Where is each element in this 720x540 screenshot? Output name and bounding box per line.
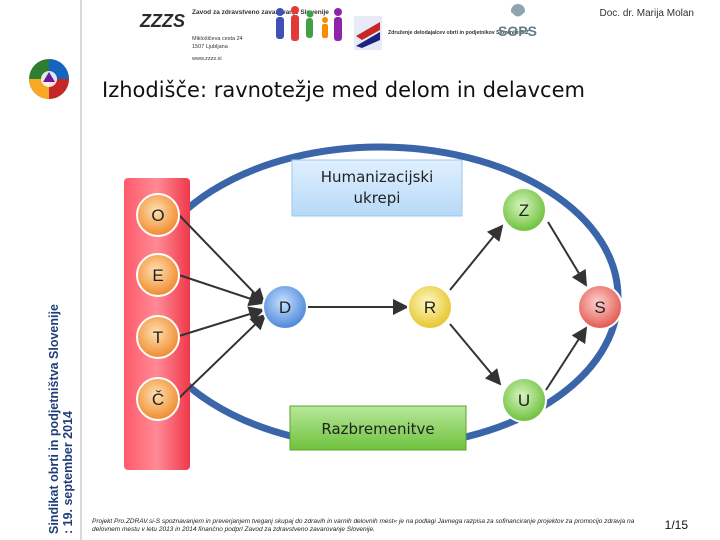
line-z-s — [548, 222, 586, 285]
humanization-label-line1: Humanizacijski — [321, 168, 434, 186]
humanization-label-line2: ukrepi — [354, 189, 401, 207]
node-r-label: R — [424, 298, 436, 317]
zzzs-city-text: 1507 Ljubljana — [192, 44, 229, 50]
zzzs-web-text: www.zzzs.si — [191, 56, 222, 62]
project-logo-icon — [28, 58, 70, 100]
author-label: Doc. dr. Marija Molan — [600, 8, 694, 19]
node-e-label: E — [152, 266, 163, 285]
partner-logos: ZZZS Zavod za zdravstveno zavarovanje Sl… — [130, 0, 560, 68]
sidebar: Sindikat obrti in podjetništva Slovenije… — [0, 0, 82, 540]
node-o-label: O — [151, 206, 164, 225]
node-s-label: S — [594, 298, 605, 317]
node-u-label: U — [518, 391, 530, 410]
sidebar-vertical-text: Sindikat obrti in podjetništva Slovenije… — [47, 234, 75, 534]
node-d-label: D — [279, 298, 291, 317]
sindikat-logo-icon — [354, 16, 382, 50]
svg-text:ZZZS: ZZZS — [139, 11, 185, 31]
node-c-label: Č — [152, 390, 164, 409]
sops-logo-icon — [511, 4, 525, 18]
line-r-u — [450, 324, 500, 384]
node-z-label: Z — [519, 201, 529, 220]
page-title: Izhodišče: ravnotežje med delom in delav… — [102, 78, 585, 102]
relief-label: Razbremenitve — [321, 420, 434, 438]
zzzs-logo-icon: ZZZS — [138, 10, 188, 31]
zzzs-address-text: Miklošičeva cesta 24 — [192, 36, 243, 42]
footer-funding-note: Projekt Pro.ZDRAV.si-S spoznavanjem in p… — [92, 518, 652, 534]
node-t-label: T — [153, 328, 163, 347]
sidebar-text-line1: Sindikat obrti in podjetništva Slovenije — [47, 234, 61, 534]
sidebar-text-line2: : 19. september 2014 — [61, 234, 75, 534]
sops-name-text: SOPS — [498, 23, 537, 39]
page-number: 1/15 — [665, 518, 688, 532]
line-c-d — [179, 315, 265, 398]
line-t-d — [179, 310, 263, 336]
line-r-z — [450, 226, 502, 290]
balance-diagram: Humanizacijski ukrepi Razbremenitve O E … — [80, 140, 650, 470]
